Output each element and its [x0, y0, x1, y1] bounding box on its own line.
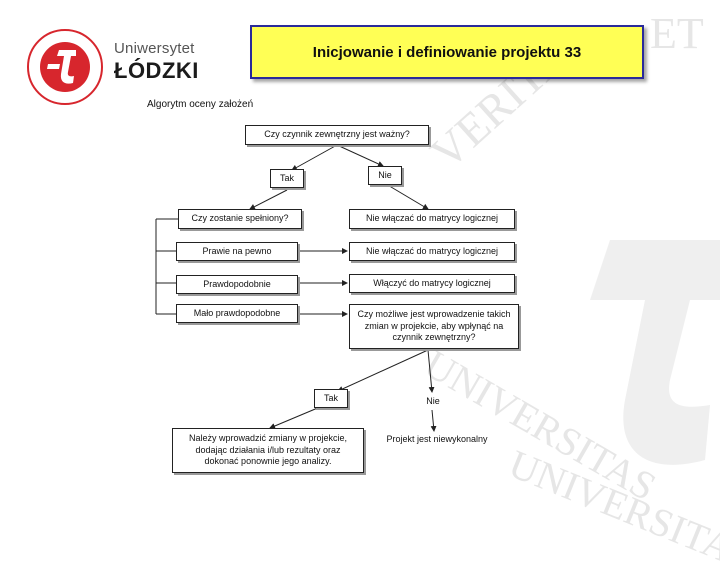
- result-do-not-include-2: Nie włączać do matrycy logicznej: [349, 242, 515, 261]
- university-seal-icon: [27, 29, 103, 105]
- result-include: Włączyć do matrycy logicznej: [349, 274, 515, 293]
- action-project-infeasible: Projekt jest niewykonalny: [386, 434, 488, 444]
- answer-yes-2: Tak: [314, 389, 348, 408]
- answer-no-1: Nie: [368, 166, 402, 185]
- question-change-project: Czy możliwe jest wprowadzenie takich zmi…: [349, 304, 519, 349]
- flowchart-connectors: [155, 144, 437, 432]
- university-name-line1: Uniwersytet: [114, 40, 195, 57]
- watermark-logo-shape: [590, 240, 720, 465]
- question-external-factor: Czy czynnik zewnętrzny jest ważny?: [245, 125, 429, 145]
- question-will-be-met: Czy zostanie spełniony?: [178, 209, 302, 229]
- slide-title: Inicjowanie i definiowanie projektu 33: [250, 25, 644, 79]
- result-do-not-include-1: Nie włączać do matrycy logicznej: [349, 209, 515, 229]
- diagram-caption: Algorytm oceny założeń: [147, 99, 254, 110]
- university-logo: Uniwersytet ŁÓDZKI: [114, 40, 199, 84]
- answer-no-2: Nie: [426, 396, 440, 406]
- action-change-project: Należy wprowadzić zmiany w projekcie, do…: [172, 428, 364, 473]
- university-name-line2: ŁÓDZKI: [114, 58, 199, 83]
- answer-yes-1: Tak: [270, 169, 304, 188]
- option-almost-certain: Prawie na pewno: [176, 242, 298, 261]
- option-unlikely: Mało prawdopodobne: [176, 304, 298, 323]
- watermark-et: ET: [650, 9, 704, 58]
- option-probable: Prawdopodobnie: [176, 275, 298, 294]
